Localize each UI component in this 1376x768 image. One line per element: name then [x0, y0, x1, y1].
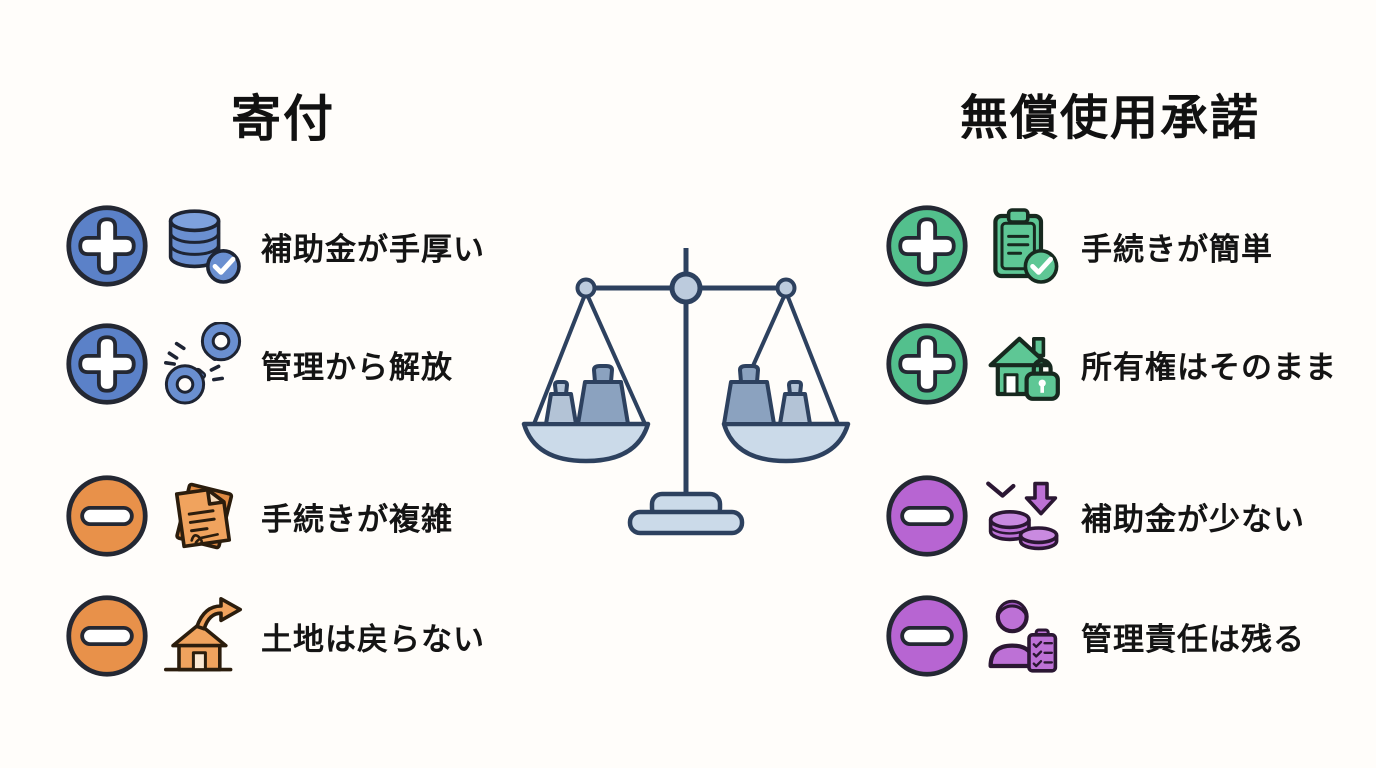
- item-label: 手続きが簡単: [1081, 231, 1273, 267]
- item-label: 管理から解放: [261, 349, 453, 385]
- right-con-item-2: 管理責任は残る: [884, 593, 1305, 679]
- coins-check-icon: [168, 209, 241, 284]
- coins-down-icon: [986, 481, 1059, 551]
- left-con-item-1: 手続きが複雑: [64, 473, 453, 559]
- item-label: 土地は戻らない: [261, 621, 485, 657]
- plus-badge: [66, 323, 148, 405]
- plus-badge: [66, 205, 148, 287]
- item-label: 補助金が少ない: [1081, 501, 1305, 537]
- person-clipboard-icon: [988, 599, 1058, 673]
- minus-badge: [886, 475, 968, 557]
- broken-chain-icon: [164, 322, 242, 405]
- plus-badge: [886, 205, 968, 287]
- right-con-item-1: 補助金が少ない: [884, 473, 1305, 559]
- minus-badge: [886, 595, 968, 677]
- right-column-title: 無償使用承諾: [959, 92, 1260, 145]
- left-pro-item-2: 管理から解放: [64, 321, 453, 407]
- clipboard-check-icon: [993, 208, 1059, 284]
- documents-icon: [174, 482, 234, 550]
- item-label: 所有権はそのまま: [1081, 349, 1337, 385]
- left-con-item-2: 土地は戻らない: [64, 593, 485, 679]
- house-lock-icon: [988, 336, 1060, 401]
- minus-badge: [66, 595, 148, 677]
- left-column-title: 寄付: [231, 91, 335, 147]
- left-pro-item-1: 補助金が手厚い: [64, 203, 485, 289]
- right-pro-item-1: 手続きが簡単: [884, 203, 1273, 289]
- minus-badge: [66, 475, 148, 557]
- item-label: 手続きが複雑: [261, 501, 453, 537]
- item-label: 管理責任は残る: [1081, 621, 1305, 657]
- plus-badge: [886, 323, 968, 405]
- right-pro-item-2: 所有権はそのまま: [884, 321, 1337, 407]
- house-arrow-icon: [164, 597, 242, 672]
- item-label: 補助金が手厚い: [261, 231, 485, 267]
- balance-scale-illustration: [521, 248, 851, 536]
